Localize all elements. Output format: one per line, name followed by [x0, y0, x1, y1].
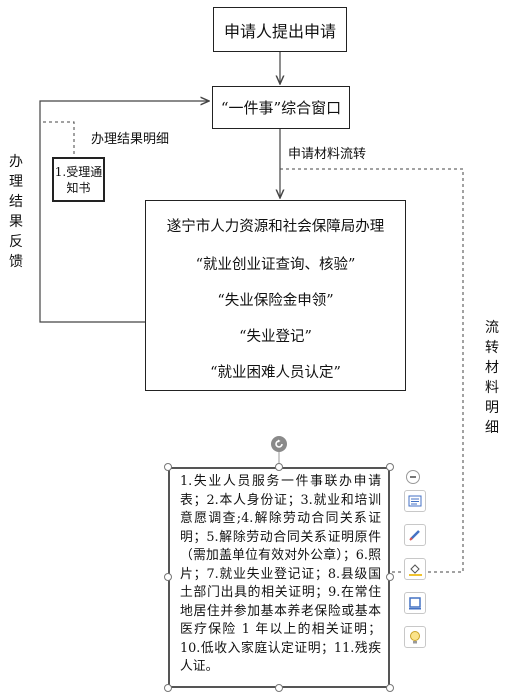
- collapse-button[interactable]: [406, 470, 420, 484]
- bureau-item: “失业登记”: [239, 329, 312, 345]
- resize-handle[interactable]: [275, 684, 283, 692]
- resize-handle[interactable]: [164, 684, 172, 692]
- label-result-detail: 办理结果明细: [91, 132, 170, 147]
- style-brush-button[interactable]: [404, 524, 426, 546]
- bureau-title: 遂宁市人力资源和社会保障局办理: [166, 219, 385, 235]
- bureau-item: “失业保险金申领”: [217, 293, 334, 309]
- node-applicant: 申请人提出申请: [213, 7, 347, 52]
- fill-bucket-icon: [408, 563, 422, 576]
- resize-handle[interactable]: [386, 684, 394, 692]
- node-comprehensive-window: “一件事”综合窗口: [212, 86, 350, 129]
- label-material-detail: 流转材料明细: [485, 320, 499, 436]
- feedback-loop-line: [39, 101, 209, 323]
- ideas-icon: [410, 630, 420, 643]
- rotate-handle[interactable]: [271, 436, 287, 452]
- material-detail-dashed-line: [280, 168, 464, 573]
- resize-handle[interactable]: [386, 463, 394, 471]
- outline-icon: [409, 597, 421, 610]
- layout-options-icon: [408, 495, 422, 507]
- bureau-item: “就业困难人员认定”: [210, 365, 341, 381]
- collapse-icon: [410, 476, 416, 478]
- layout-options-button[interactable]: [404, 490, 426, 512]
- resize-handle[interactable]: [164, 463, 172, 471]
- outline-button[interactable]: [404, 592, 426, 614]
- fill-bucket-button[interactable]: [404, 558, 426, 580]
- node-acceptance-notice: 1.受理通知书: [52, 157, 105, 202]
- label-material-flow: 申请材料流转: [288, 147, 367, 162]
- style-brush-icon: [409, 530, 420, 541]
- ideas-button[interactable]: [404, 626, 426, 648]
- node-hrss-bureau: 遂宁市人力资源和社会保障局办理 “就业创业证查询、核验” “失业保险金申领” “…: [145, 200, 406, 391]
- resize-handle[interactable]: [275, 463, 283, 471]
- resize-handle[interactable]: [164, 573, 172, 581]
- result-detail-dashed-line: [43, 121, 75, 157]
- label-result-feedback: 办理结果反馈: [9, 154, 23, 270]
- bureau-item: “就业创业证查询、核验”: [195, 257, 356, 273]
- resize-handle[interactable]: [386, 573, 394, 581]
- rotate-icon: [275, 439, 283, 448]
- documents-textbox[interactable]: 1.失业人员服务一件事联办申请表；2.本人身份证；3.就业和培训意愿调查;4.解…: [168, 467, 390, 688]
